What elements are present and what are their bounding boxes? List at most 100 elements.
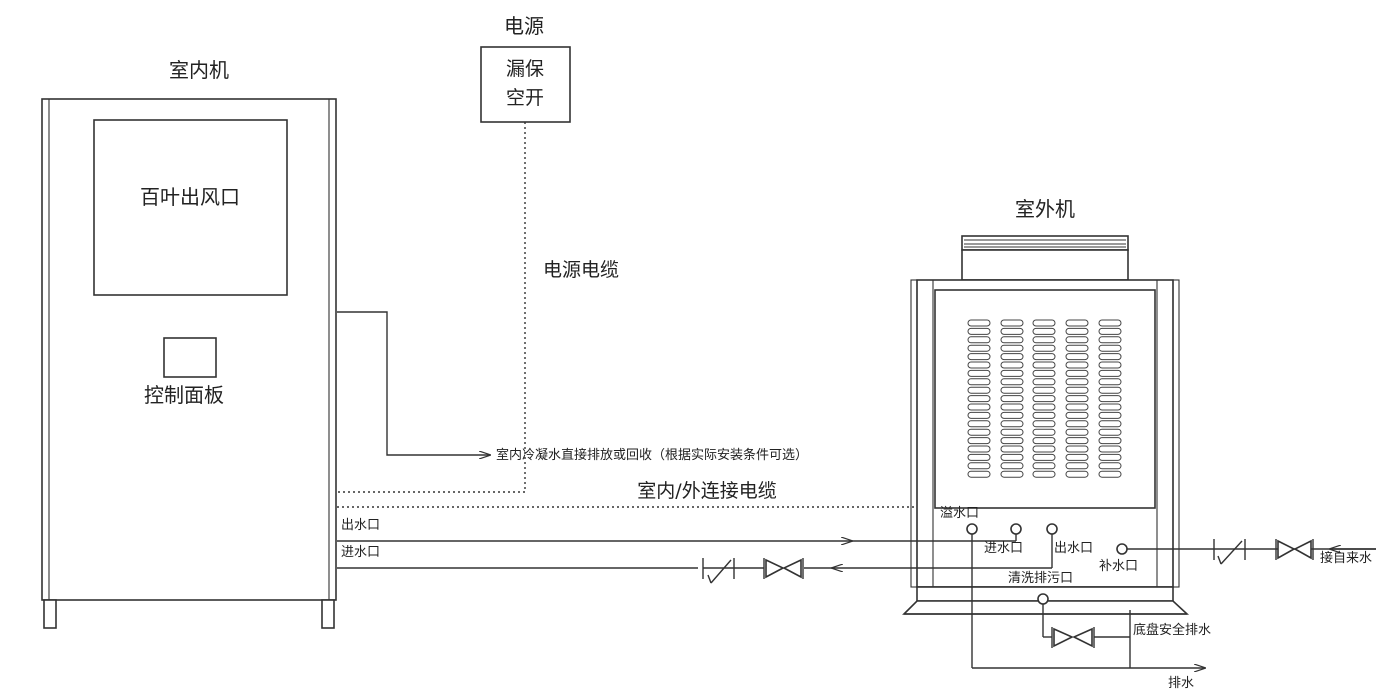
vent-slat (1098, 428, 1122, 436)
vent-slat (1098, 403, 1122, 411)
vent-slat (1098, 361, 1122, 369)
fan-grille (961, 235, 1129, 251)
louver-outlet-panel (93, 119, 288, 296)
vent-slat (1065, 336, 1089, 344)
vent-slat (1032, 470, 1056, 478)
control-panel-box (163, 337, 217, 378)
vent-slat (1000, 437, 1024, 445)
vent-slat (1000, 453, 1024, 461)
makeup-water-label: 补水口 (1099, 559, 1138, 574)
vent-slat (1000, 420, 1024, 428)
vent-slat (1065, 470, 1089, 478)
vent-slat (967, 403, 991, 411)
breaker-label-line2: 空开 (506, 87, 544, 109)
vent-slat (967, 437, 991, 445)
vent-slat (1098, 353, 1122, 361)
vent-slat (1098, 420, 1122, 428)
vent-slat (1000, 369, 1024, 377)
vent-slat (1032, 453, 1056, 461)
vent-slat (1065, 437, 1089, 445)
vent-slat (1032, 353, 1056, 361)
vent-slat (967, 470, 991, 478)
vent-slat (1098, 378, 1122, 386)
tray-drain-gate-valve (1051, 627, 1095, 648)
vent-slat (1098, 386, 1122, 394)
outdoor-unit (902, 235, 1190, 615)
vent-slat (1065, 386, 1089, 394)
outdoor-unit-title: 室外机 (1015, 197, 1075, 221)
vent-slat (1000, 445, 1024, 453)
vent-slat (1065, 319, 1089, 327)
overflow-port-icon (966, 523, 978, 535)
return-check-valve (702, 558, 745, 584)
vent-slats (967, 319, 1122, 478)
vent-slat (1065, 420, 1089, 428)
vent-slat (1065, 411, 1089, 419)
breaker-label-line1: 漏保 (506, 58, 544, 80)
vent-slat (1032, 336, 1056, 344)
vent-slat (1065, 403, 1089, 411)
vent-slat (1000, 395, 1024, 403)
breaker-box (480, 46, 571, 123)
vent-slat (1000, 378, 1024, 386)
vent-slat (1065, 462, 1089, 470)
makeup-gate-valve (1275, 539, 1314, 560)
vent-slat (1032, 403, 1056, 411)
vent-slat (1032, 378, 1056, 386)
tray-drain-port-icon (1037, 593, 1049, 605)
outlet-port-icon (1046, 523, 1058, 535)
vent-slat (967, 369, 991, 377)
indoor-water-outlet-label: 出水口 (341, 518, 380, 533)
vent-slat (1032, 411, 1056, 419)
vent-slat (1000, 361, 1024, 369)
vent-slat (1032, 395, 1056, 403)
vent-slat (1098, 470, 1122, 478)
vent-slat (1065, 369, 1089, 377)
vent-slat (967, 378, 991, 386)
vent-slat (1000, 428, 1024, 436)
drain-label: 排水 (1168, 676, 1194, 691)
overflow-label: 溢水口 (940, 506, 979, 521)
power-cable-label: 电源电缆 (543, 259, 619, 281)
vent-slat (1065, 453, 1089, 461)
vent-slat (1032, 428, 1056, 436)
vent-slat (1098, 462, 1122, 470)
vent-slat (967, 445, 991, 453)
vent-slat (1000, 386, 1024, 394)
fan-housing (961, 249, 1129, 281)
indoor-water-inlet-label: 进水口 (341, 545, 380, 560)
vent-slat (1098, 327, 1122, 335)
inlet-port-icon (1010, 523, 1022, 535)
condensate-note: 室内冷凝水直接排放或回收（根据实际安装条件可选） (496, 447, 808, 463)
vent-slat (967, 336, 991, 344)
indoor-unit-right-foot (321, 599, 335, 629)
vent-slat (1032, 344, 1056, 352)
vent-slat (967, 420, 991, 428)
vent-slat (1032, 437, 1056, 445)
connection-cable-label: 室内/外连接电缆 (637, 480, 776, 502)
vent-slat (1098, 453, 1122, 461)
vent-slat (967, 386, 991, 394)
vent-slat (967, 319, 991, 327)
vent-slat (1098, 319, 1122, 327)
vent-slat (1032, 361, 1056, 369)
indoor-unit-left-foot (43, 599, 57, 629)
vent-slat (1065, 428, 1089, 436)
vent-slat (967, 453, 991, 461)
vent-slat (1032, 445, 1056, 453)
outdoor-inlet-label: 进水口 (984, 541, 1023, 556)
vent-slat (1098, 369, 1122, 377)
vent-slat (1000, 353, 1024, 361)
vent-slat (1000, 462, 1024, 470)
vent-slat (1032, 420, 1056, 428)
vent-slat (1098, 445, 1122, 453)
vent-slat (1065, 395, 1089, 403)
vent-slat (967, 395, 991, 403)
vent-slat (1000, 470, 1024, 478)
vent-slat (1032, 386, 1056, 394)
control-panel-label: 控制面板 (144, 383, 224, 407)
vent-slat (967, 344, 991, 352)
power-cable-line (337, 122, 526, 493)
louver-outlet-label: 百叶出风口 (140, 185, 240, 209)
